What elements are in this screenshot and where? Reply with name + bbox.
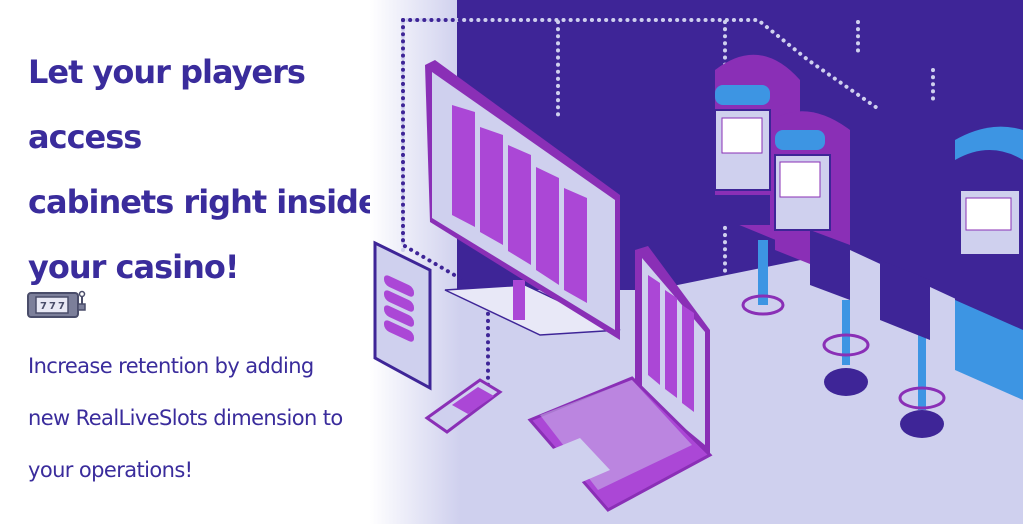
phone-device [424,378,503,434]
slot-machine-cabinet [774,111,850,280]
feature-line: your operations! [28,458,193,482]
casino-devices-illustration [370,0,1023,524]
feature-description: Increase retention by adding new RealLiv… [28,340,343,496]
hero-text-panel: Let your players access cabinets right i… [0,0,380,524]
slot-reel: 7 [58,301,65,312]
hero-title-line: Let your players access [28,53,306,156]
hero-title-line: cabinets right inside [28,183,380,221]
laptop [527,246,713,512]
hero-title-line: your casino! [28,248,239,286]
slot-reel: 7 [49,301,56,312]
slot-machine-cabinet [955,126,1023,401]
feature-line: Increase retention by adding [28,354,314,378]
slot-machine-cabinet [714,54,800,250]
tablet-device [373,240,432,391]
feature-line: new RealLiveSlots dimension to [28,406,343,430]
casino-stools [741,230,946,438]
desktop-monitor [425,60,621,340]
slot-machine-icon: 7 7 7 [27,290,86,318]
slot-reel: 7 [40,301,47,312]
hero-title: Let your players access cabinets right i… [28,40,380,300]
